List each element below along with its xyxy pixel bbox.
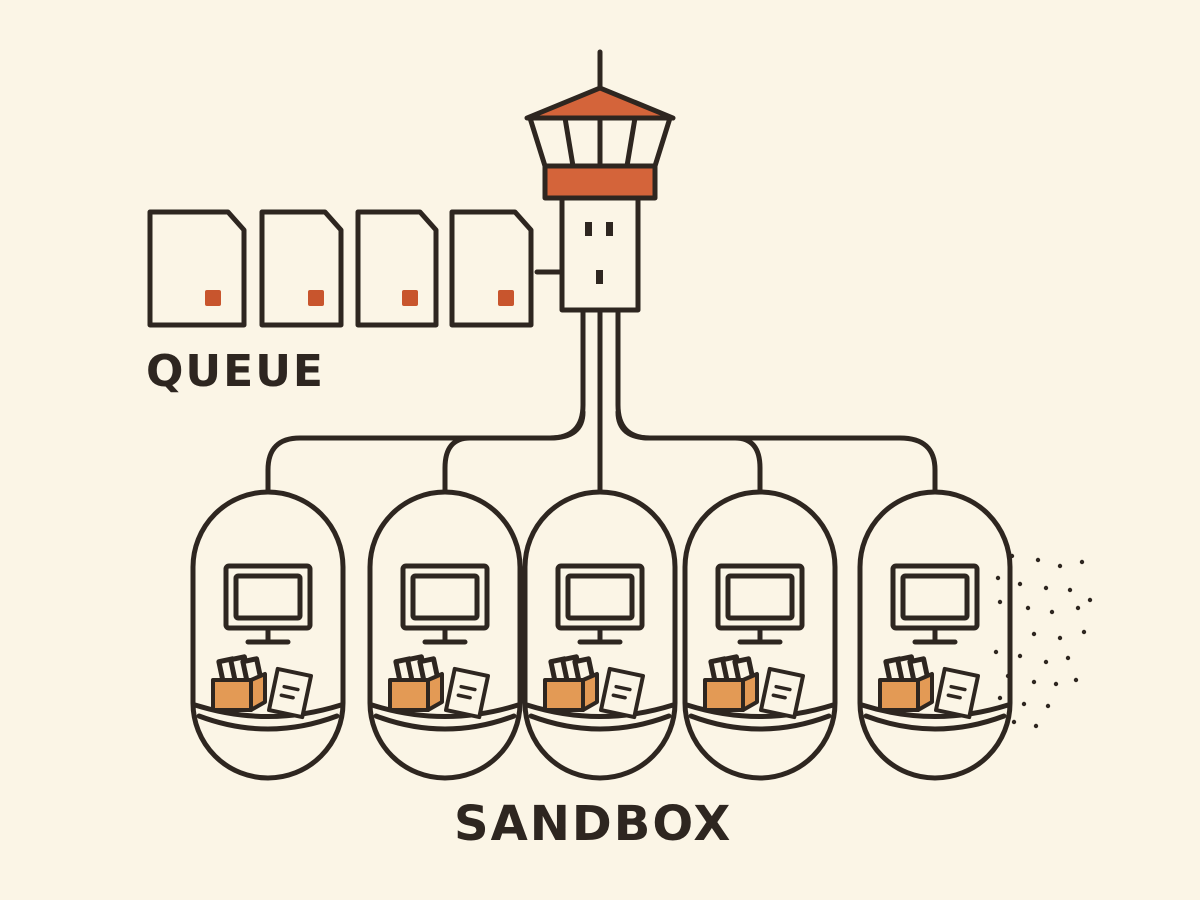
file-box-icon xyxy=(878,654,934,712)
file-box-icon xyxy=(388,654,444,712)
particle-dot xyxy=(1021,701,1027,707)
particle-dot xyxy=(1043,585,1049,591)
particle-dot xyxy=(1011,719,1017,725)
particle-dot xyxy=(1025,605,1031,611)
sandbox-capsules xyxy=(190,489,1013,781)
monitor-icon xyxy=(223,563,313,645)
particle-dot xyxy=(1075,605,1081,611)
monitor-icon xyxy=(400,563,490,645)
file-box-icon xyxy=(211,654,267,712)
particle-dot xyxy=(1045,703,1051,709)
particle-dot xyxy=(993,649,999,655)
particle-dot xyxy=(1073,677,1079,683)
queue-documents xyxy=(147,209,534,328)
connection-lines xyxy=(265,269,938,495)
queue-document-2 xyxy=(259,209,344,328)
particle-dot xyxy=(1081,629,1087,635)
monitor-icon xyxy=(890,563,980,645)
particle-dot xyxy=(1017,581,1023,587)
monitor-icon xyxy=(715,563,805,645)
sandbox-label: SANDBOX xyxy=(454,796,733,852)
card-icon xyxy=(267,666,313,720)
queue-label: QUEUE xyxy=(146,346,325,397)
particle-dot xyxy=(1033,723,1039,729)
file-box-icon xyxy=(703,654,759,712)
particle-dot xyxy=(1057,635,1063,641)
particle-dot xyxy=(1067,587,1073,593)
particle-dot xyxy=(1035,557,1041,563)
particle-dot xyxy=(1043,659,1049,665)
queue-document-1 xyxy=(147,209,247,328)
particle-dot xyxy=(1007,625,1013,631)
particle-dot xyxy=(1087,597,1093,603)
monitor-icon xyxy=(555,563,645,645)
particle-dot xyxy=(997,599,1003,605)
particle-dot xyxy=(1017,653,1023,659)
sandbox-capsule-3 xyxy=(522,489,678,781)
control-tower-icon xyxy=(524,49,676,313)
particle-dot xyxy=(995,575,1001,581)
card-icon xyxy=(934,666,980,720)
queue-document-3 xyxy=(355,209,439,328)
sandbox-capsule-2 xyxy=(367,489,523,781)
particle-dot xyxy=(997,695,1003,701)
particle-dot xyxy=(1049,609,1055,615)
particle-dot xyxy=(1031,679,1037,685)
card-icon xyxy=(759,666,805,720)
sandbox-capsule-4 xyxy=(682,489,838,781)
file-box-icon xyxy=(543,654,599,712)
card-icon xyxy=(444,666,490,720)
particle-dot xyxy=(1031,631,1037,637)
queue-document-4 xyxy=(449,209,534,328)
particle-dot xyxy=(1057,563,1063,569)
particle-dot xyxy=(1065,655,1071,661)
particle-dots xyxy=(993,553,1093,729)
card-icon xyxy=(599,666,645,720)
particle-dot xyxy=(1079,559,1085,565)
sandbox-capsule-5 xyxy=(857,489,1013,781)
particle-dot xyxy=(1009,553,1015,559)
particle-dot xyxy=(1053,681,1059,687)
particle-dot xyxy=(1005,673,1011,679)
sandbox-capsule-1 xyxy=(190,489,346,781)
